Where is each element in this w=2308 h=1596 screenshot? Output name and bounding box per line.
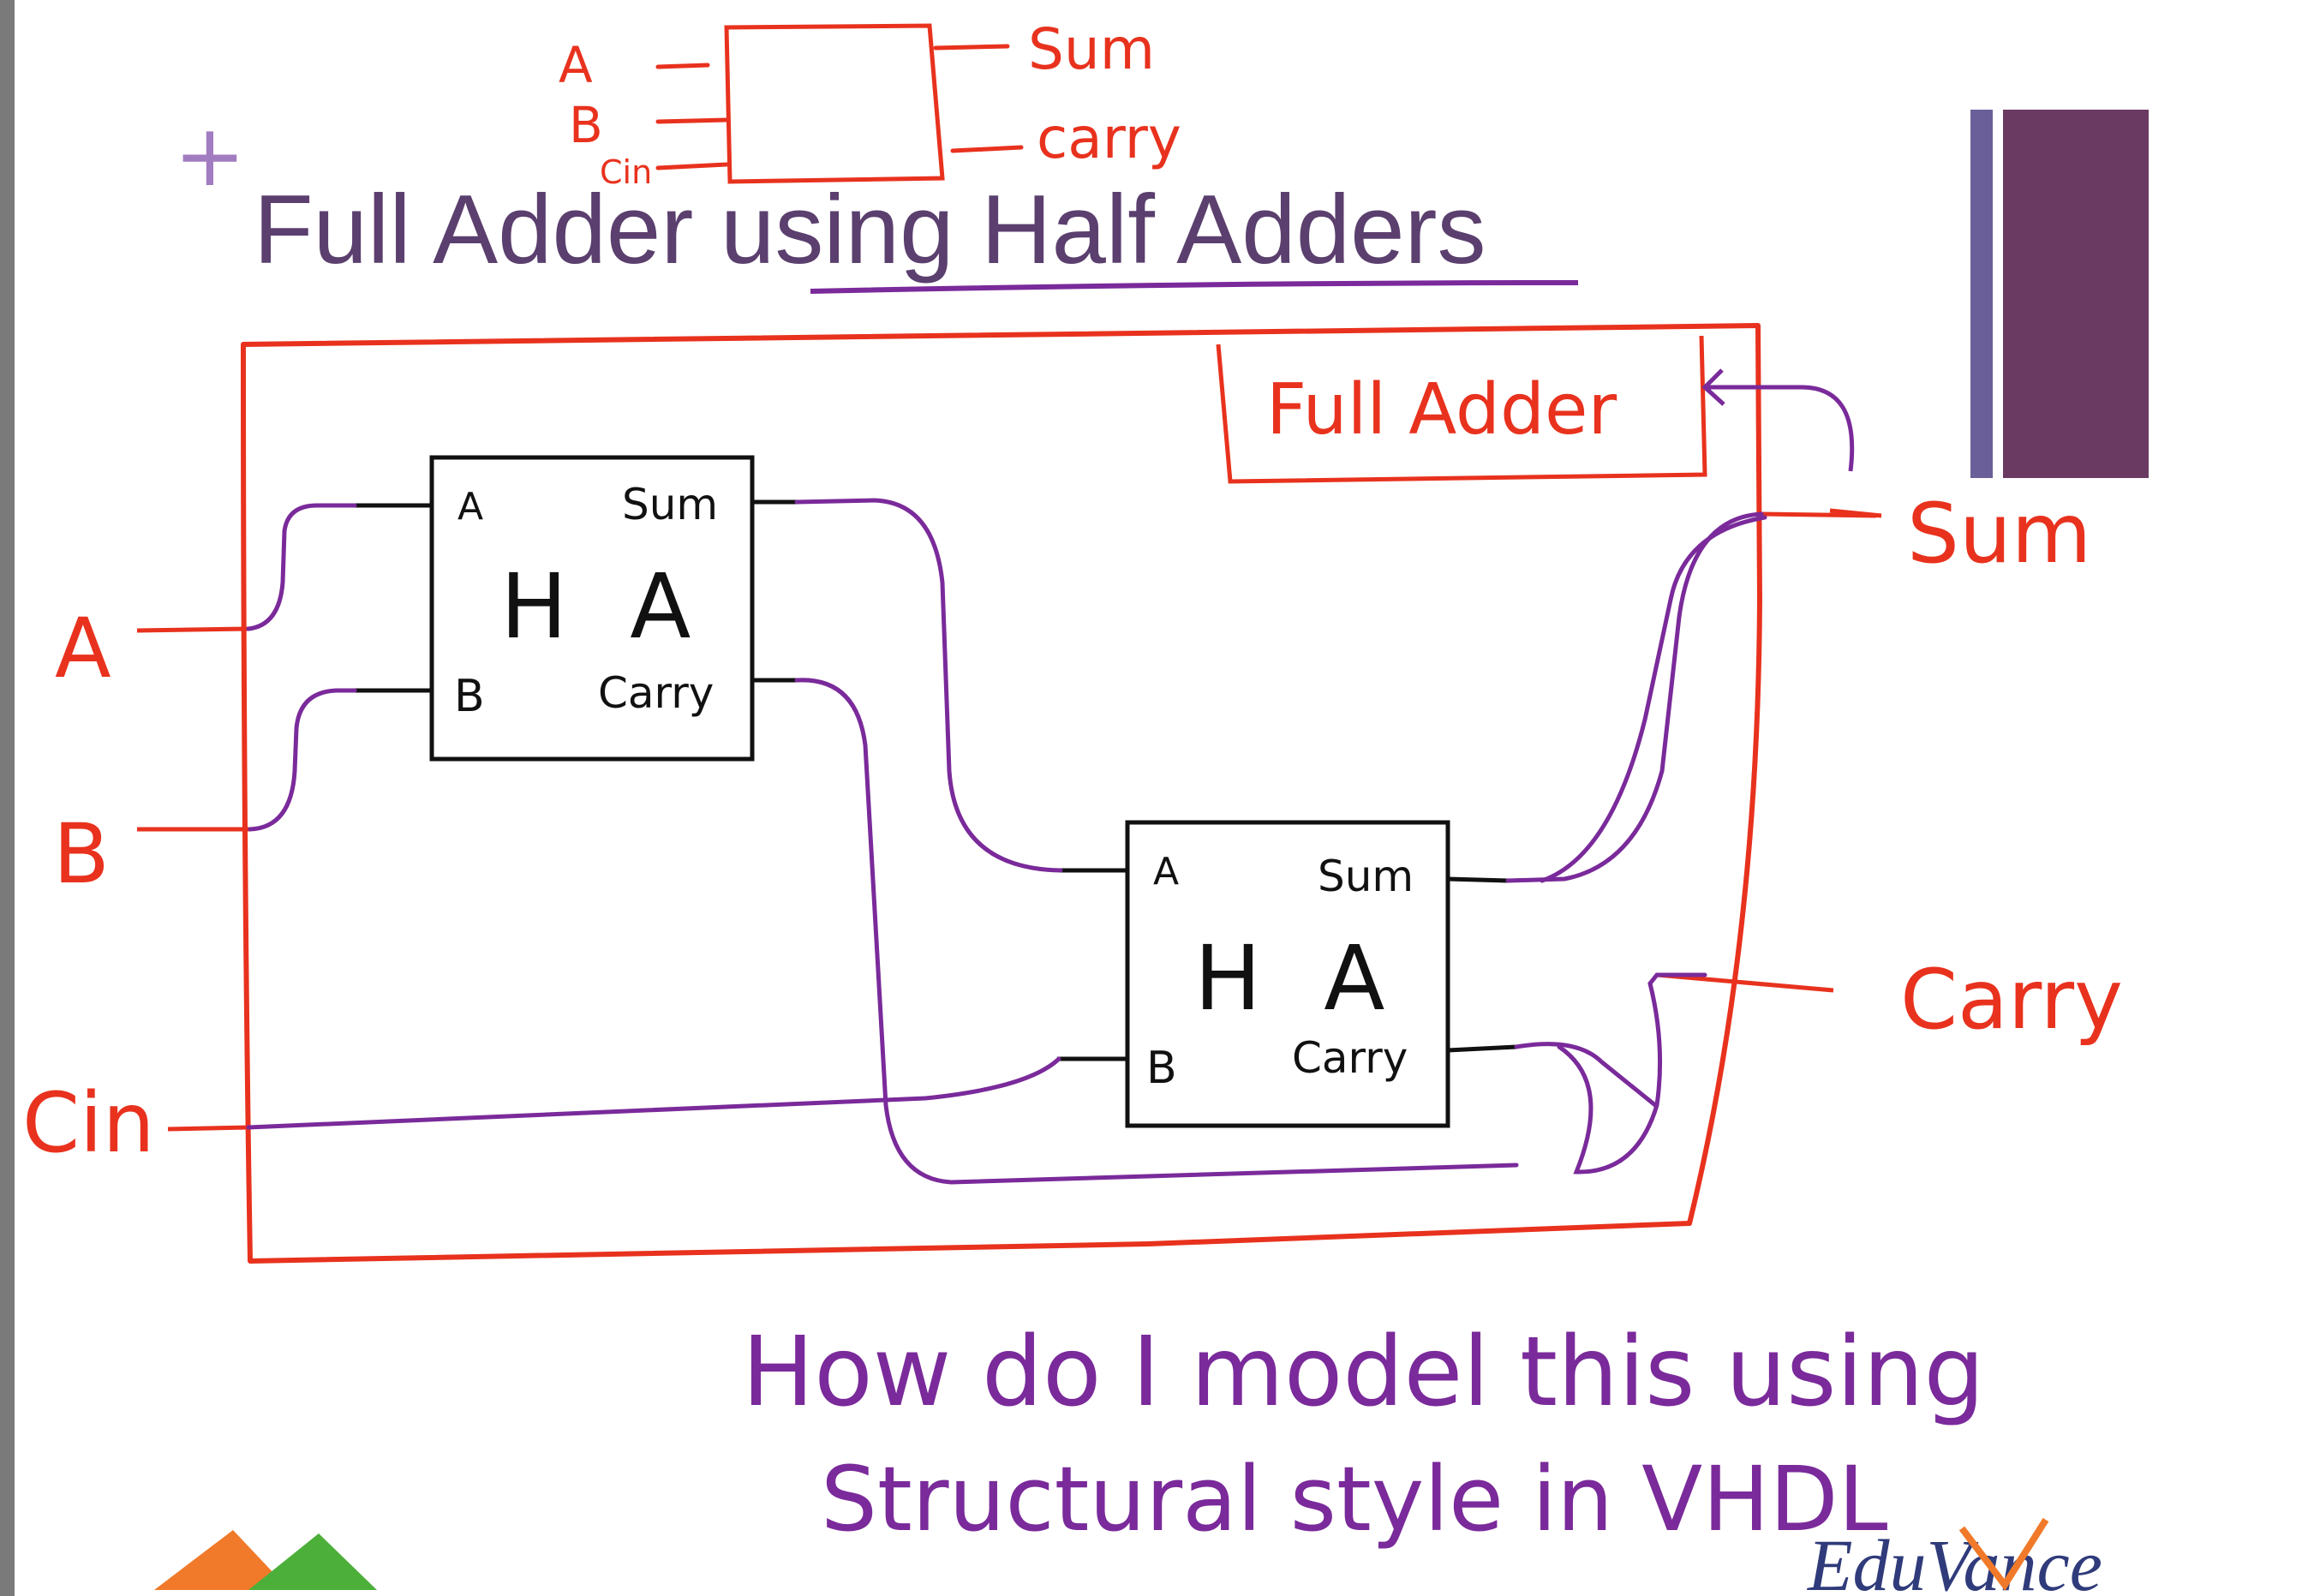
output-sum-tick: [1829, 508, 1882, 518]
half-adder-2-port-carry: Carry: [1292, 1033, 1408, 1083]
top-sketch: [655, 23, 1024, 184]
output-carry-label: Carry: [1900, 952, 2123, 1048]
wire-cin-to-ha2-b: [246, 1056, 1061, 1130]
input-b-label: B: [53, 806, 110, 902]
wire-b-to-ha1: [248, 688, 357, 832]
wire-ha1-sum-to-ha2-a: [794, 498, 1063, 873]
half-adder-1-port-a: A: [457, 485, 483, 529]
wire-ha2-carry-to-or: [1514, 1042, 1658, 1108]
input-a-wire: [136, 626, 249, 633]
half-adder-1-port-carry: Carry: [598, 668, 714, 718]
decor-bar-thick: [2003, 110, 2149, 478]
half-adder-2-name: H A: [1194, 926, 1402, 1031]
input-cin-label: Cin: [22, 1075, 155, 1171]
output-sum-label: Sum: [1907, 486, 2091, 582]
wire-ha2-sum-to-output: [1505, 511, 1764, 883]
top-sketch-wire-cin: [655, 162, 729, 170]
half-adder-2: H A A B Sum Carry: [1057, 820, 1517, 1128]
question-line-2: Structural style in VHDL: [821, 1447, 1888, 1551]
full-adder-label: Full Adder: [1266, 369, 1617, 451]
top-sketch-wire-carry: [950, 145, 1024, 153]
top-sketch-label-carry: carry: [1037, 105, 1181, 171]
top-sketch-label-sum: Sum: [1028, 16, 1155, 82]
brand-logo: EduVance: [1806, 1517, 2102, 1596]
logo-mountain-icon: [154, 1530, 377, 1590]
question-line-1: How do I model this using: [742, 1317, 1985, 1428]
top-sketch-wire-a: [655, 63, 710, 69]
brand-logo-text: EduVance: [1806, 1524, 2102, 1596]
half-adder-1-port-b: B: [454, 671, 485, 722]
brand-logo-check: [1958, 1517, 2049, 1592]
top-sketch-wire-b: [655, 117, 729, 124]
full-adder-boundary: [241, 323, 1762, 1264]
left-edge-bar: [0, 0, 15, 1596]
half-adder-2-port-b: B: [1146, 1043, 1177, 1094]
top-sketch-wire-sum: [933, 44, 1010, 51]
half-adder-1: H A A B Sum Carry: [353, 455, 797, 762]
input-a-label: A: [55, 601, 111, 696]
half-adder-2-port-sum: Sum: [1318, 852, 1414, 901]
full-adder-label-box: [1216, 335, 1707, 484]
top-sketch-box: [724, 23, 945, 184]
label-pointer-arrow: [1701, 368, 1855, 472]
half-adder-1-name: H A: [500, 554, 708, 659]
top-sketch-label-cin: Cin: [600, 153, 652, 191]
input-cin-wire: [167, 1125, 249, 1132]
decor-bar-thin: [1970, 110, 1993, 478]
half-adder-2-port-a: A: [1153, 850, 1179, 894]
wire-ha2-sum-overstroke: [1540, 515, 1767, 883]
or-gate-symbol: [1557, 972, 1707, 1175]
slide-title: Full Adder using Half Adders: [254, 176, 1486, 284]
top-sketch-label-b: B: [569, 96, 603, 154]
output-carry-wire: [1656, 972, 1834, 993]
wire-ha1-carry-to-or: [794, 678, 1519, 1185]
title-underline: [810, 280, 1579, 294]
plus-icon: +: [174, 105, 246, 206]
top-sketch-label-a: A: [559, 36, 593, 94]
wire-a-to-ha1: [246, 503, 357, 631]
half-adder-1-port-sum: Sum: [622, 480, 718, 529]
